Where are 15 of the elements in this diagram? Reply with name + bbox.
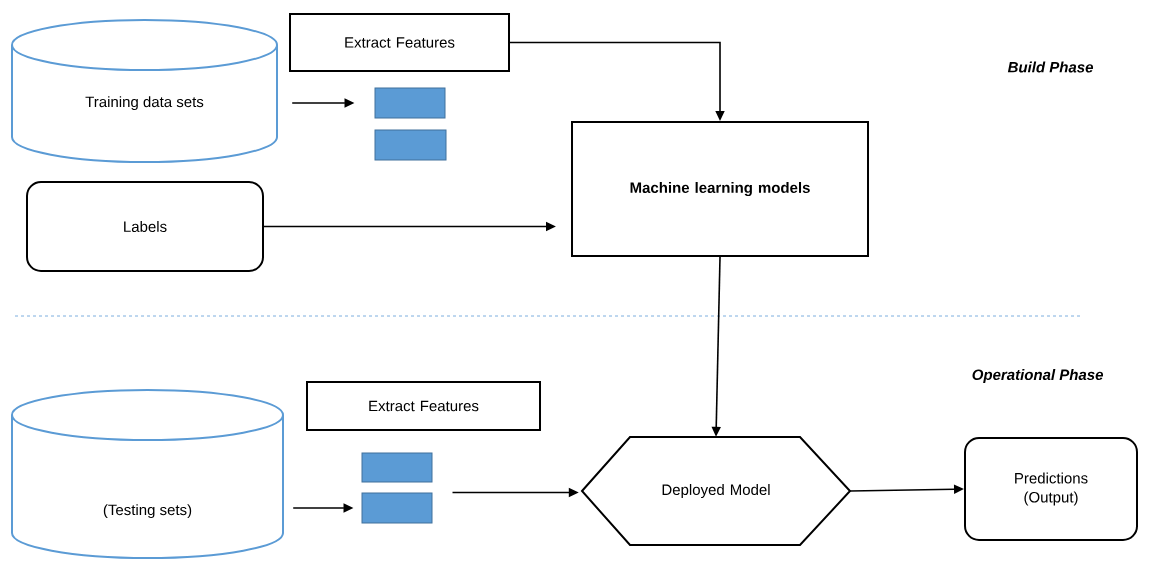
rounded-box: Predictions (Output) [964,437,1138,541]
database-cylinder: Training data sets [11,19,278,163]
feature-bar [374,87,446,119]
process-box: Extract Features [306,381,541,431]
database-cylinder: (Testing sets) [11,389,284,559]
node-label: Training data sets [85,96,204,111]
phase-label: Build Phase [1007,61,1094,73]
feature-bar [374,129,447,161]
node-label: (Testing sets) [103,504,192,519]
process-box: Extract Features [289,13,510,72]
feature-bar [361,452,433,483]
model-box: Machine learning models [571,121,869,257]
phase-label: Operational Phase [972,369,1104,383]
rounded-box: Labels [26,181,264,272]
feature-bar [361,492,433,524]
